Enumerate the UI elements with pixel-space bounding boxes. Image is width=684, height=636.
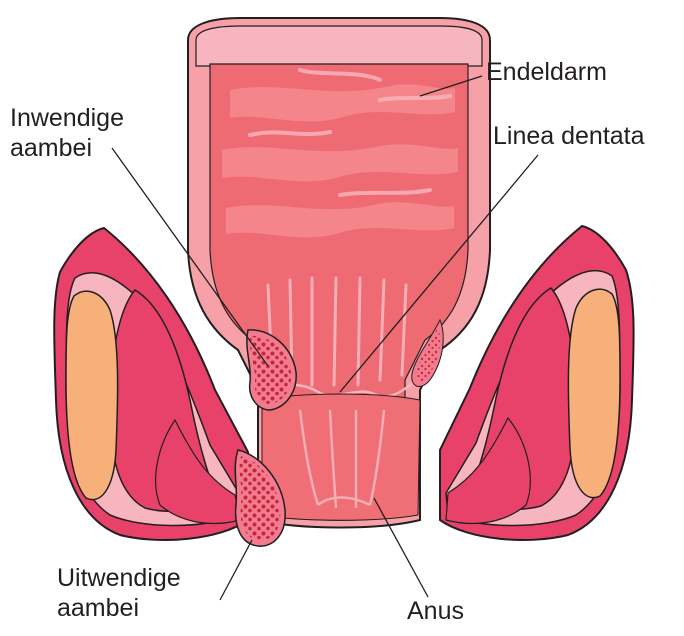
anal-canal <box>262 394 420 520</box>
leader-uitwendige <box>220 540 252 600</box>
right-fat-pad <box>568 289 620 497</box>
label-dentate-text: Linea dentata <box>493 122 645 150</box>
label-external-line1: Uitwendige <box>57 563 181 593</box>
left-fat-pad <box>66 291 118 499</box>
label-external-line2: aambei <box>57 593 181 623</box>
label-internal-line2: aambei <box>10 133 124 163</box>
label-rectum: Endeldarm <box>486 57 607 87</box>
label-external-hemorrhoid: Uitwendige aambei <box>57 563 181 623</box>
label-rectum-text: Endeldarm <box>486 58 607 86</box>
label-anus: Anus <box>407 596 464 626</box>
rectal-folds <box>222 84 458 237</box>
label-internal-line1: Inwendige <box>10 103 124 133</box>
rectum-top-rim <box>196 26 482 66</box>
label-internal-hemorrhoid: Inwendige aambei <box>10 103 124 163</box>
label-dentate-line: Linea dentata <box>493 121 645 151</box>
label-anus-text: Anus <box>407 597 464 625</box>
